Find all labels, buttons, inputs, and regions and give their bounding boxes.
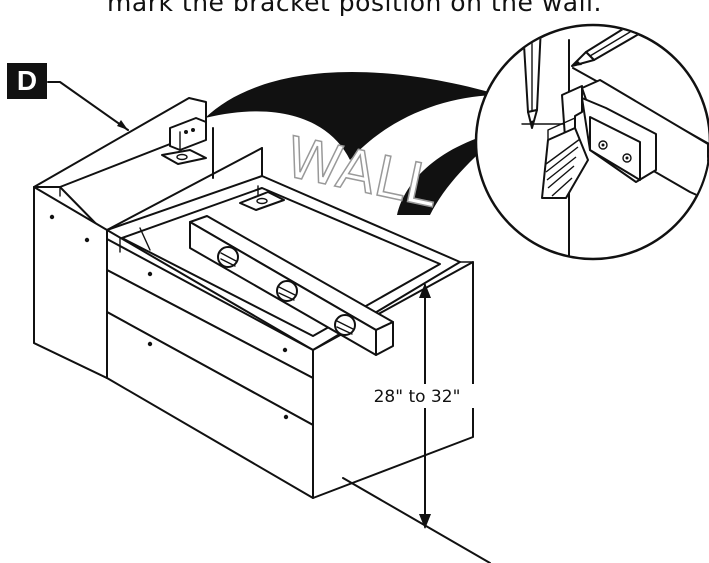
- height-dimension: [362, 283, 474, 529]
- floor-line: [342, 477, 491, 563]
- badge-leader-line: [47, 81, 129, 131]
- wall-bracket-right: [239, 185, 285, 211]
- height-label: 28" to 32": [374, 387, 461, 407]
- callout-swoosh: [205, 71, 500, 160]
- wall-bracket-left: [161, 117, 207, 165]
- drawer-front-bottom: [106, 311, 314, 499]
- left-door-panel: [33, 186, 108, 379]
- step-badge: D: [7, 63, 47, 99]
- detail-magnifier: [474, 23, 709, 261]
- spirit-level-icon: [189, 215, 394, 356]
- wall-bracket-icon: [541, 85, 657, 199]
- pencil-icon-diagonal: [571, 26, 671, 67]
- instruction-caption: mark the bracket position on the wall.: [107, 0, 602, 17]
